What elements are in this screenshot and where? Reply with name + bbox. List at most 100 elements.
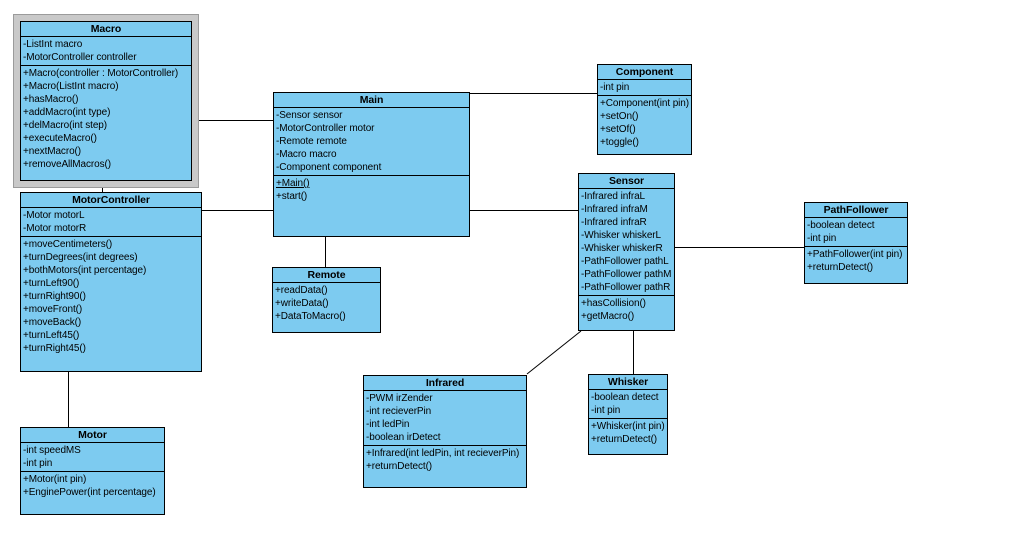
class-box-Remote[interactable]: Remote+readData()+writeData()+DataToMacr… (272, 267, 381, 333)
class-attributes-MotorController: -Motor motorL -Motor motorR (21, 208, 201, 237)
method: +turnLeft45() (23, 330, 80, 341)
class-box-PathFollower[interactable]: PathFollower -boolean detect -int pin +Path… (804, 202, 908, 284)
attribute: -PWM irZender (366, 393, 433, 404)
relationship-Sensor-PathFollower[interactable] (675, 247, 804, 248)
relationship-Main-Sensor[interactable] (470, 210, 578, 211)
class-attributes-Whisker: -boolean detect -int pin (589, 390, 667, 419)
attribute: -PathFollower pathR (581, 282, 671, 293)
method: +moveFront() (23, 304, 83, 315)
class-methods-Main: +Main() +start() (274, 176, 469, 236)
method: +returnDetect() (591, 434, 658, 445)
method: +Macro(ListInt macro) (23, 81, 119, 92)
class-attributes-Macro: -ListInt macro-MotorController controlle… (21, 37, 191, 66)
method: +returnDetect() (807, 262, 874, 273)
method: +delMacro(int step) (23, 120, 107, 131)
method: +moveCentimeters() (23, 239, 113, 250)
class-box-Macro[interactable]: Macro-ListInt macro-MotorController cont… (20, 21, 192, 181)
attribute: -Component component (276, 162, 382, 173)
attribute: -ListInt macro (23, 39, 83, 50)
method: +moveBack() (23, 317, 82, 328)
method: +setOn() (600, 111, 639, 122)
relationship-Sensor-Whisker[interactable] (633, 331, 634, 374)
attribute: -int pin (591, 405, 621, 416)
method: +Infrared(int ledPin, int recieverPin) (366, 448, 520, 459)
method: +setOf() (600, 124, 636, 135)
class-title-PathFollower: PathFollower (805, 203, 907, 218)
attribute: -int ledPin (366, 419, 410, 430)
method: +nextMacro() (23, 146, 81, 157)
class-box-MotorController[interactable]: MotorController-Motor motorL-Motor motor… (20, 192, 202, 372)
class-methods-Remote: +readData()+writeData()+DataToMacro() (273, 283, 380, 332)
class-title-Component: Component (598, 65, 691, 80)
method: +readData() (275, 285, 328, 296)
attribute: -Sensor sensor (276, 110, 343, 121)
method: +addMacro(int type) (23, 107, 111, 118)
method: +Main() (276, 178, 310, 189)
attribute: -boolean detect (807, 220, 875, 231)
relationship-Macro-Main[interactable] (196, 120, 273, 121)
relationship-Main-Remote[interactable] (325, 237, 326, 267)
method: +returnDetect() (366, 461, 433, 472)
method: +hasCollision() (581, 298, 646, 309)
method: +turnLeft90() (23, 278, 80, 289)
class-methods-Whisker: +Whisker(int pin) +returnDetect() (589, 419, 667, 454)
method: +Whisker(int pin) (591, 421, 665, 432)
class-methods-Motor: +Motor(int pin) +EnginePower(int percenta… (21, 472, 164, 514)
relationship-MotorController-Main[interactable] (202, 210, 273, 211)
attribute: -int pin (807, 233, 837, 244)
class-title-Main: Main (274, 93, 469, 108)
class-title-Infrared: Infrared (364, 376, 526, 391)
class-box-Sensor[interactable]: Sensor -Infrared infraL -Infrared infraM -I… (578, 173, 675, 331)
attribute: -Motor motorR (23, 223, 87, 234)
attribute: -Macro macro (276, 149, 337, 160)
class-methods-MotorController: +moveCentimeters() +turnDegrees(int degre… (21, 237, 201, 371)
attribute: -int pin (23, 458, 53, 469)
attribute: -int recieverPin (366, 406, 432, 417)
class-methods-Sensor: +hasCollision() +getMacro() (579, 296, 674, 330)
method: +removeAllMacros() (23, 159, 111, 170)
method: +hasMacro() (23, 94, 79, 105)
method: +executeMacro() (23, 133, 97, 144)
class-methods-Infrared: +Infrared(int ledPin, int recieverPin) +r… (364, 446, 526, 487)
class-title-Remote: Remote (273, 268, 380, 283)
method: +turnDegrees(int degrees) (23, 252, 138, 263)
class-box-Infrared[interactable]: Infrared -PWM irZender -int recieverPin -in… (363, 375, 527, 488)
method: +Motor(int pin) (23, 474, 87, 485)
class-attributes-PathFollower: -boolean detect -int pin (805, 218, 907, 247)
attribute: -Infrared infraM (581, 204, 648, 215)
attribute: -Whisker whiskerR (581, 243, 663, 254)
method: +turnRight90() (23, 291, 86, 302)
relationship-MotorController-Motor[interactable] (68, 372, 69, 427)
method: +toggle() (600, 137, 639, 148)
method: +DataToMacro() (275, 311, 346, 322)
method: +bothMotors(int percentage) (23, 265, 147, 276)
class-attributes-Main: -Sensor sensor -MotorController motor -Rem… (274, 108, 469, 176)
class-box-Whisker[interactable]: Whisker-boolean detect-int pin+Whisker(i… (588, 374, 668, 455)
class-box-Motor[interactable]: Motor-int speedMS-int pin+Motor(int pin)… (20, 427, 165, 515)
method: +getMacro() (581, 311, 635, 322)
relationship-Sensor-Infrared[interactable] (526, 330, 582, 375)
attribute: -Motor motorL (23, 210, 85, 221)
attribute: -int speedMS (23, 445, 81, 456)
attribute: -boolean irDetect (366, 432, 441, 443)
attribute: -boolean detect (591, 392, 659, 403)
class-title-MotorController: MotorController (21, 193, 201, 208)
class-attributes-Component: -int pin (598, 80, 691, 96)
class-title-Macro: Macro (21, 22, 191, 37)
attribute: -Remote remote (276, 136, 347, 147)
class-title-Sensor: Sensor (579, 174, 674, 189)
class-methods-Macro: +Macro(controller : MotorController)+Mac… (21, 66, 191, 180)
relationship-Main-Component[interactable] (470, 93, 597, 94)
attribute: -Infrared infraR (581, 217, 647, 228)
class-box-Component[interactable]: Component -int pin +Component(int pin) +set… (597, 64, 692, 155)
class-box-Main[interactable]: Main -Sensor sensor -MotorController motor… (273, 92, 470, 237)
method: +PathFollower(int pin) (807, 249, 903, 260)
method: +EnginePower(int percentage) (23, 487, 156, 498)
attribute: -Whisker whiskerL (581, 230, 661, 241)
attribute: -int pin (600, 82, 630, 93)
method: +Component(int pin) (600, 98, 689, 109)
attribute: -MotorController motor (276, 123, 375, 134)
attribute: -Infrared infraL (581, 191, 645, 202)
method: +start() (276, 191, 308, 202)
